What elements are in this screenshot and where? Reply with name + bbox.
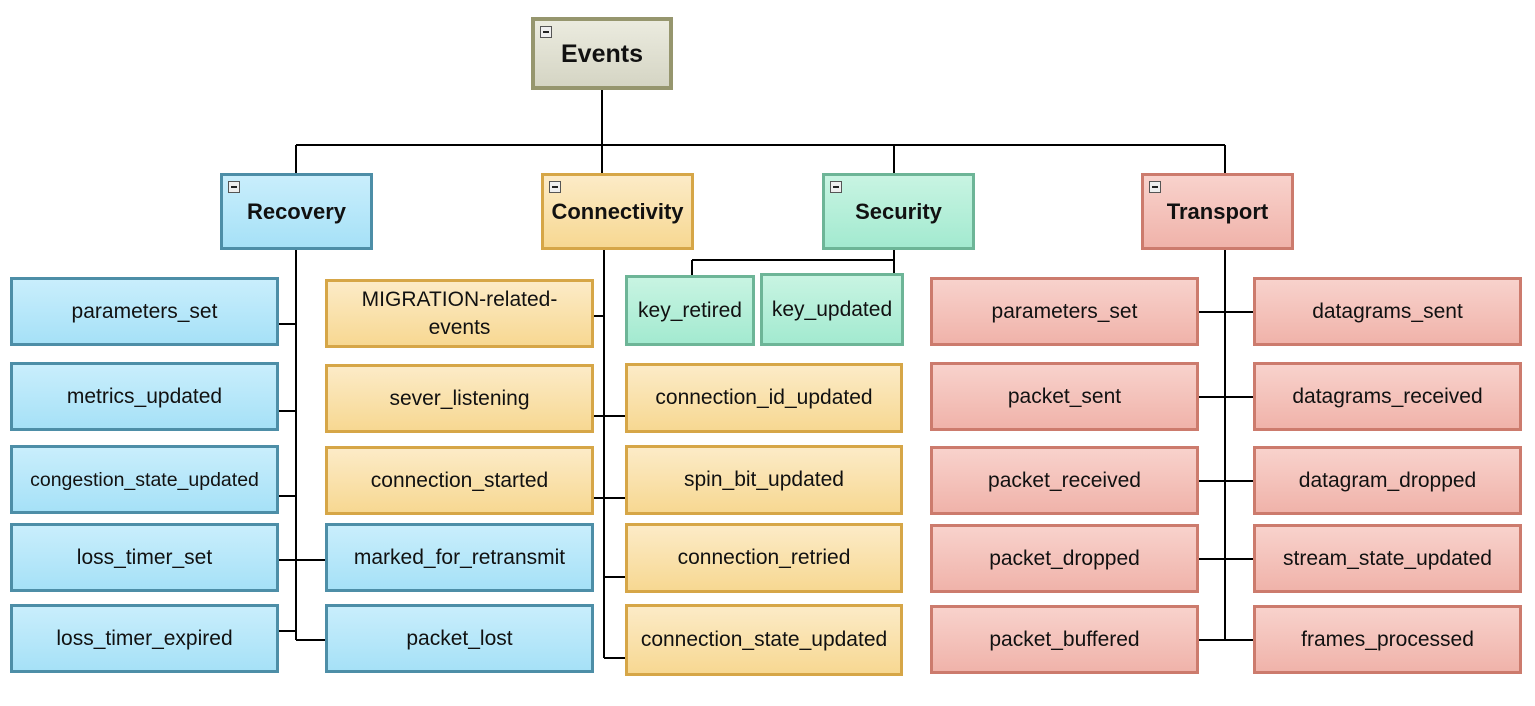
connectivity-event[interactable]: connection_state_updated (625, 604, 903, 676)
category-label: Connectivity (551, 198, 684, 224)
events-root-node[interactable]: Events (531, 17, 673, 90)
connectivity-event[interactable]: connection_retried (625, 523, 903, 593)
event-label: marked_for_retransmit (353, 545, 566, 569)
event-label: parameters_set (991, 299, 1138, 323)
security-event[interactable]: key_updated (760, 273, 904, 346)
event-label: connection_state_updated (640, 628, 888, 651)
event-label: packet_dropped (989, 546, 1140, 570)
event-label: key_updated (771, 297, 893, 321)
event-label: loss_timer_expired (56, 626, 233, 650)
category-transport[interactable]: Transport (1141, 173, 1294, 250)
recovery-event[interactable]: loss_timer_expired (10, 604, 279, 673)
collapse-icon[interactable] (1149, 181, 1161, 193)
category-connectivity[interactable]: Connectivity (541, 173, 694, 250)
event-label: metrics_updated (66, 384, 223, 408)
recovery-event[interactable]: packet_lost (325, 604, 594, 673)
event-label: key_retired (638, 298, 742, 322)
collapse-icon[interactable] (540, 26, 552, 38)
event-label: parameters_set (71, 299, 218, 323)
event-label: packet_sent (1007, 384, 1122, 408)
category-security[interactable]: Security (822, 173, 975, 250)
security-event[interactable]: key_retired (625, 275, 755, 346)
transport-event[interactable]: datagram_dropped (1253, 446, 1522, 515)
connectivity-event[interactable]: sever_listening (325, 364, 594, 433)
event-label: packet_received (988, 468, 1141, 492)
event-label: packet_lost (406, 626, 513, 650)
event-label: datagram_dropped (1298, 468, 1477, 492)
event-label: datagrams_sent (1312, 299, 1463, 323)
collapse-icon[interactable] (228, 181, 240, 193)
connectivity-event[interactable]: spin_bit_updated (625, 445, 903, 515)
transport-event[interactable]: datagrams_sent (1253, 277, 1522, 346)
transport-event[interactable]: datagrams_received (1253, 362, 1522, 431)
event-label: stream_state_updated (1283, 546, 1492, 570)
event-label: frames_processed (1301, 627, 1474, 651)
category-label: Security (855, 198, 942, 224)
transport-event[interactable]: parameters_set (930, 277, 1199, 346)
root-label: Events (561, 39, 643, 68)
event-label: sever_listening (389, 386, 530, 410)
event-label: packet_buffered (989, 627, 1140, 651)
collapse-icon[interactable] (830, 181, 842, 193)
recovery-event[interactable]: parameters_set (10, 277, 279, 346)
transport-event[interactable]: packet_buffered (930, 605, 1199, 674)
transport-event[interactable]: packet_received (930, 446, 1199, 515)
recovery-event[interactable]: metrics_updated (10, 362, 279, 431)
recovery-event[interactable]: congestion_state_updated (10, 445, 279, 514)
event-label: connection_retried (677, 546, 851, 569)
transport-event[interactable]: packet_dropped (930, 524, 1199, 593)
event-label: MIGRATION-related-events (361, 287, 558, 339)
transport-event[interactable]: packet_sent (930, 362, 1199, 431)
transport-event[interactable]: frames_processed (1253, 605, 1522, 674)
category-recovery[interactable]: Recovery (220, 173, 373, 250)
event-label: connection_id_updated (655, 386, 873, 409)
event-label: datagrams_received (1292, 384, 1483, 408)
connectivity-event[interactable]: connection_id_updated (625, 363, 903, 433)
category-label: Recovery (246, 198, 347, 224)
collapse-icon[interactable] (549, 181, 561, 193)
connectivity-event[interactable]: connection_started (325, 446, 594, 515)
event-label: spin_bit_updated (684, 468, 844, 491)
event-label: congestion_state_updated (30, 468, 259, 491)
category-label: Transport (1166, 198, 1269, 224)
transport-event[interactable]: stream_state_updated (1253, 524, 1522, 593)
event-label: loss_timer_set (76, 545, 213, 569)
recovery-event[interactable]: loss_timer_set (10, 523, 279, 592)
connectivity-event[interactable]: MIGRATION-related-events (325, 279, 594, 348)
recovery-event[interactable]: marked_for_retransmit (325, 523, 594, 592)
event-label: connection_started (370, 468, 549, 492)
